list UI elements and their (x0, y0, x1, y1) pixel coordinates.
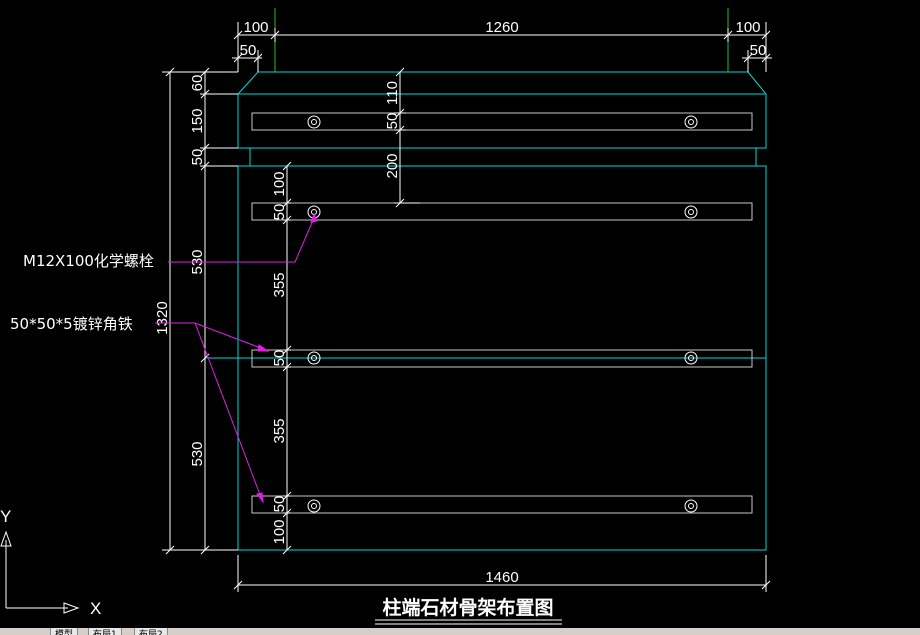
dim-left-60: 60 (189, 75, 206, 92)
dim-inner-100-bottom: 100 (271, 519, 288, 544)
dim-left-total-1320: 1320 (154, 301, 171, 334)
dim-top-left-50: 50 (240, 42, 257, 59)
dim-inner-355-a: 355 (271, 272, 288, 297)
bolt-icon (307, 115, 321, 129)
bolt-icon (684, 115, 698, 129)
angle-leader-top (155, 322, 267, 351)
dim-center-110: 110 (384, 81, 401, 105)
dim-top-middle-1260: 1260 (485, 19, 518, 36)
angle-callout-label: 50*50*5镀锌角铁 (10, 315, 133, 333)
dim-left-50: 50 (189, 149, 206, 166)
bolt-icon (684, 499, 698, 513)
rail-1 (251, 112, 753, 131)
dimension-lines (162, 22, 772, 592)
tab-model[interactable]: 模型 (50, 628, 79, 635)
rail-2 (251, 202, 753, 221)
bolt-icon (307, 499, 321, 513)
bolt-icon (307, 351, 321, 365)
bolt-leader (168, 217, 315, 263)
stone-outline (205, 71, 767, 551)
dim-inner-50-c: 50 (271, 496, 288, 513)
tab-layout-2[interactable]: 布局2 (134, 628, 168, 635)
rail-4 (251, 495, 753, 514)
rail-3 (251, 349, 753, 368)
dim-inner-355-b: 355 (271, 418, 288, 443)
dim-left-150: 150 (189, 108, 206, 133)
layout-tab-strip: 模型 布局1 布局2 (0, 628, 920, 635)
dim-top-left-100: 100 (243, 19, 268, 36)
bolt-callout-label: M12X100化学螺栓 (23, 252, 154, 270)
angle-leader-bottom (194, 322, 263, 501)
dim-left-530-lower: 530 (189, 441, 206, 466)
dim-center-50: 50 (384, 113, 401, 130)
dim-center-200: 200 (384, 153, 401, 178)
dim-inner-100-top: 100 (271, 171, 288, 196)
bolt-icon (684, 351, 698, 365)
dim-inner-50-b: 50 (271, 350, 288, 367)
dim-top-right-100: 100 (735, 19, 760, 36)
drawing-title: 柱端石材骨架布置图 (382, 596, 553, 619)
callout-leaders (155, 212, 318, 504)
angle-iron-rails (251, 112, 753, 514)
tab-layout-1[interactable]: 布局1 (88, 628, 122, 635)
bolt-icons (307, 115, 698, 513)
bolt-icon (684, 205, 698, 219)
ucs-y-label: Y (0, 507, 11, 526)
ucs-axis-icon (0, 530, 80, 614)
ucs-x-label: X (90, 599, 101, 618)
dim-bottom-1460: 1460 (485, 569, 518, 586)
dim-inner-50-a: 50 (271, 204, 288, 221)
dim-top-right-50: 50 (750, 42, 767, 59)
